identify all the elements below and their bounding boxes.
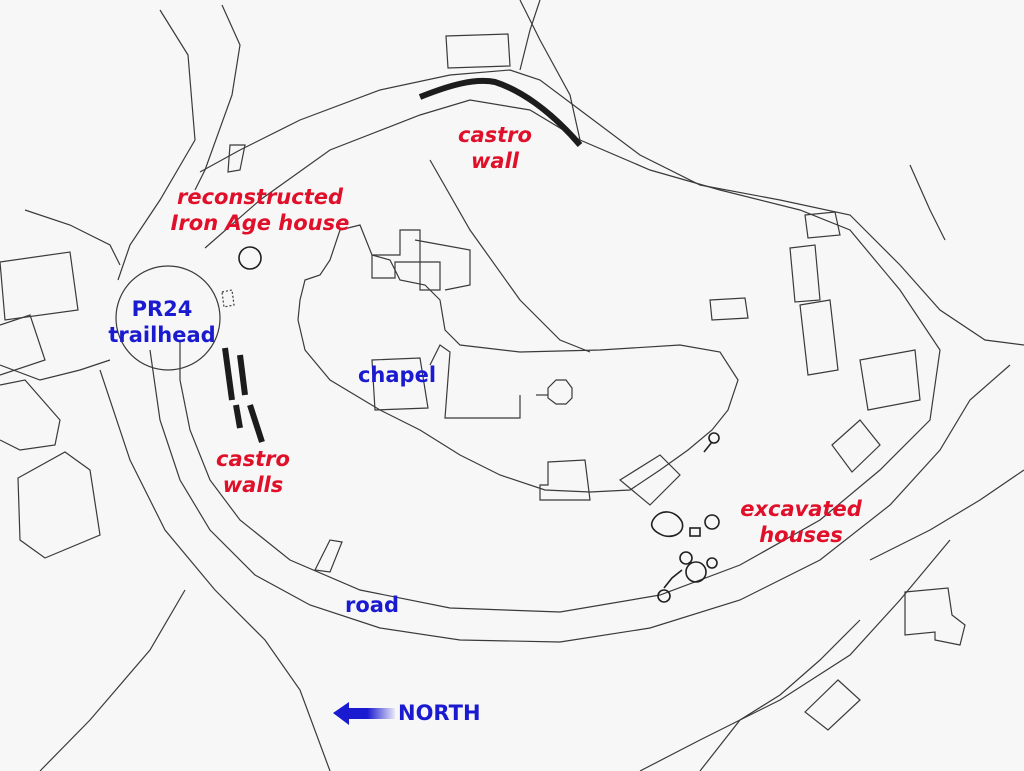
reconstructed-house-label-line1: reconstructed — [176, 185, 344, 209]
excavated-houses-label: excavated houses — [726, 496, 876, 548]
reconstructed-house-label: reconstructed Iron Age house — [152, 184, 368, 236]
reconstructed-house-label-line2: Iron Age house — [170, 211, 350, 235]
trailhead-label: PR24 trailhead — [100, 296, 224, 348]
excavated-house-features — [650, 432, 720, 603]
chapel-enclosure — [297, 224, 739, 493]
castro-wall-north — [418, 77, 583, 147]
castro-walls-label: castro walls — [203, 446, 303, 498]
castro-wall-label-line1: castro — [458, 123, 532, 147]
buildings — [0, 33, 966, 731]
trailhead-circle — [115, 265, 221, 371]
iron-age-house-marker — [238, 246, 262, 270]
chapel-label: chapel — [357, 363, 437, 387]
castro-wall-label-line2: wall — [471, 149, 519, 173]
north-label: NORTH — [398, 701, 481, 725]
arrow-left-icon — [333, 702, 395, 725]
excavated-houses-label-line1: excavated — [740, 497, 862, 521]
castro-walls-west — [222, 347, 265, 443]
road-label: road — [345, 593, 399, 617]
trailhead-label-line2: trailhead — [108, 323, 216, 347]
chapel-marker — [536, 379, 573, 405]
excavated-houses-label-line2: houses — [759, 523, 843, 547]
trailhead-label-line1: PR24 — [131, 297, 193, 321]
castro-walls-label-line2: walls — [222, 473, 284, 497]
castro-wall-label: castro wall — [440, 122, 550, 174]
castro-walls-label-line1: castro — [216, 447, 290, 471]
